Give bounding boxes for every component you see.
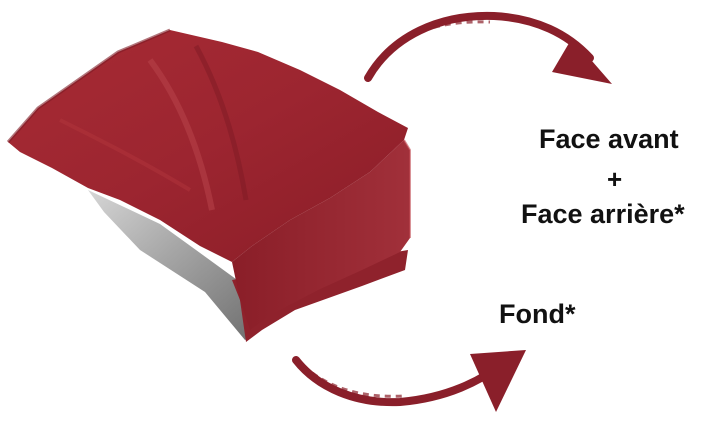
curved-arrow-icon [296, 350, 526, 412]
label-bottom: Fond* [499, 301, 575, 328]
label-plus: + [607, 166, 622, 192]
curved-arrow-icon [368, 16, 612, 84]
label-back-face: Face arrière* [521, 201, 685, 228]
label-front-face: Face avant [539, 126, 679, 153]
pouch-image [8, 30, 410, 342]
